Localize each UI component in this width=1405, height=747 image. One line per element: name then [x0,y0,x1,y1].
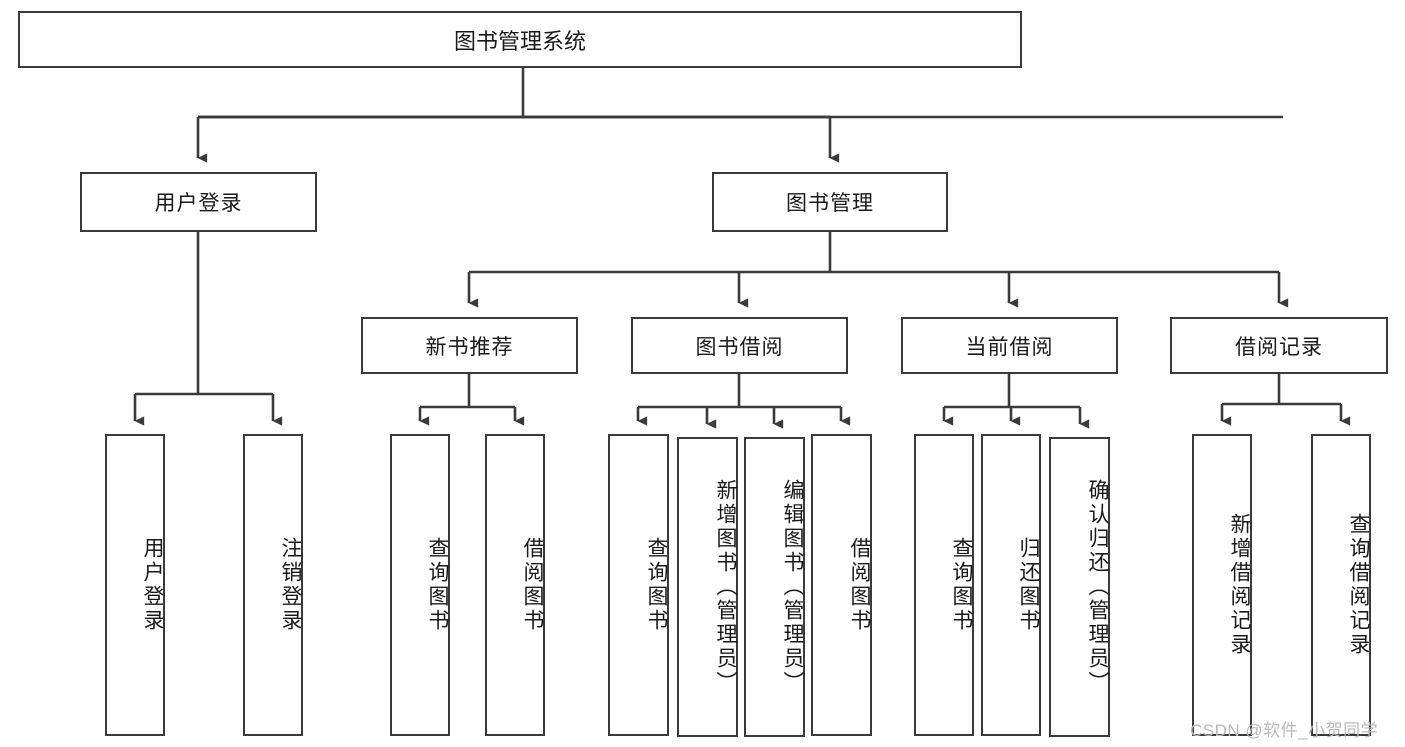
node-label: 当前借阅 [965,335,1054,359]
leaf-record-add-record[interactable]: 新增借阅记录 [1192,434,1252,736]
node-book-management[interactable]: 图书管理 [712,172,948,232]
leaf-borrow-edit-book-admin[interactable]: 编辑图书（管理员） [744,437,805,737]
node-root-system[interactable]: 图书管理系统 [18,11,1022,68]
leaf-borrow-add-book-admin[interactable]: 新增图书（管理员） [677,437,738,737]
node-label: 编辑图书（管理员） [781,479,804,695]
leaf-borrow-borrow-book[interactable]: 借阅图书 [811,434,872,736]
leaf-user-login[interactable]: 用户登录 [105,434,165,736]
leaf-recommend-borrow-book[interactable]: 借阅图书 [485,434,545,736]
node-label: 归还图书 [1017,537,1040,633]
node-current-borrow[interactable]: 当前借阅 [901,317,1118,374]
node-label: 借阅图书 [848,537,871,633]
node-label: 注销登录 [279,537,302,633]
node-label: 确认归还（管理员） [1086,479,1109,695]
leaf-current-query-book[interactable]: 查询图书 [914,434,974,736]
leaf-record-query-record[interactable]: 查询借阅记录 [1311,434,1371,736]
leaf-borrow-query-book[interactable]: 查询图书 [608,434,669,736]
node-borrow-record[interactable]: 借阅记录 [1170,317,1388,374]
node-label: 图书管理 [786,192,874,215]
node-label: 用户登录 [154,192,243,215]
node-label: 新增借阅记录 [1228,513,1251,657]
node-user-login[interactable]: 用户登录 [80,172,317,232]
node-new-book-recommend[interactable]: 新书推荐 [361,317,578,374]
leaf-recommend-query-book[interactable]: 查询图书 [390,434,450,736]
leaf-current-confirm-return-admin[interactable]: 确认归还（管理员） [1049,437,1110,737]
node-label: 查询图书 [426,537,449,633]
node-label: 查询借阅记录 [1347,513,1370,657]
node-label: 新增图书（管理员） [714,479,737,695]
node-label: 新书推荐 [425,335,514,359]
node-book-borrow[interactable]: 图书借阅 [631,317,848,374]
node-label: 查询图书 [645,537,668,633]
leaf-user-logout[interactable]: 注销登录 [243,434,303,736]
node-label: 用户登录 [141,537,164,633]
leaf-current-return-book[interactable]: 归还图书 [981,434,1041,736]
node-label: 借阅记录 [1235,335,1323,359]
node-label: 图书管理系统 [453,28,586,54]
node-label: 借阅图书 [521,537,544,633]
node-label: 查询图书 [950,537,973,633]
node-label: 图书借阅 [695,335,784,359]
watermark: CSDN @软件_小贺同学 [1190,721,1379,740]
